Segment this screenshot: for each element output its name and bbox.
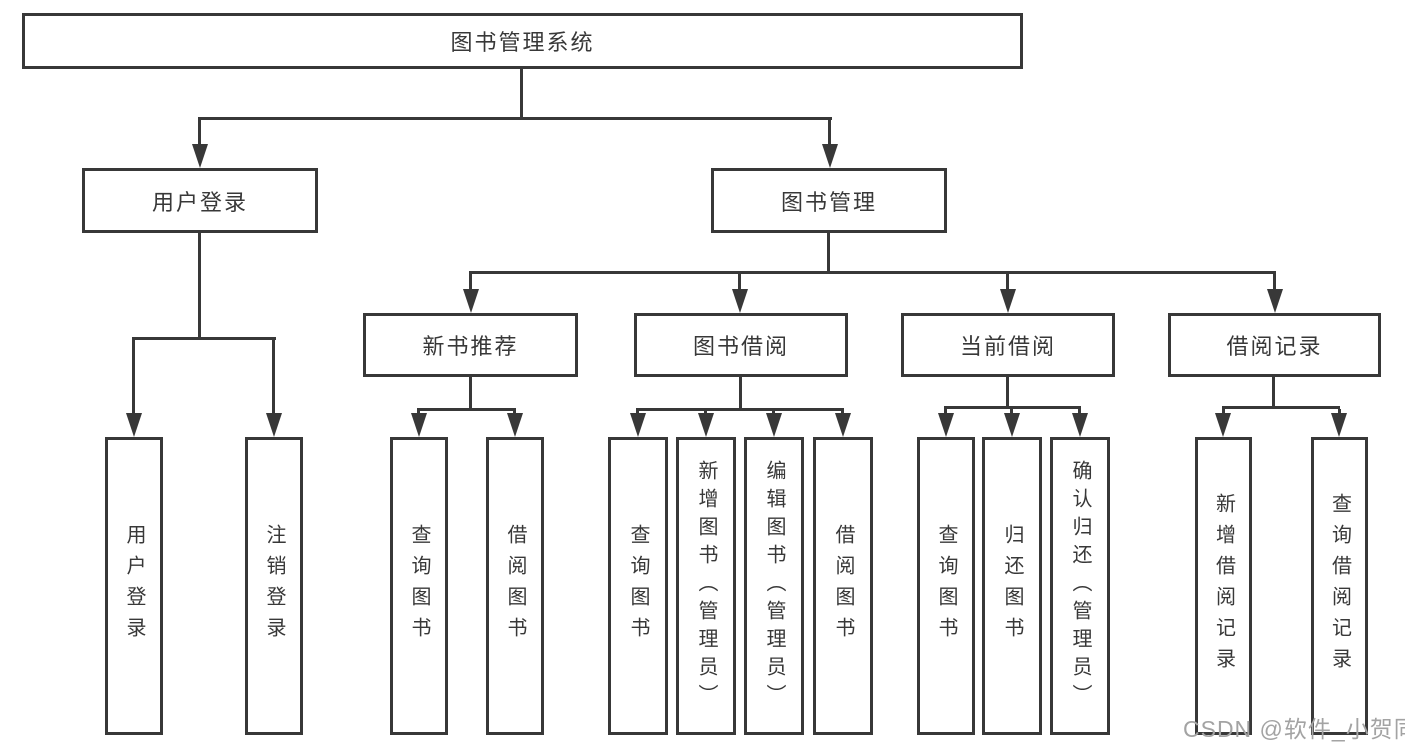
- connector-stem: [944, 409, 947, 415]
- arrow-down-icon: [766, 413, 782, 437]
- arrow-down-icon: [266, 413, 282, 437]
- node-book-management-label: 图书管理: [780, 189, 877, 215]
- node-root-label: 图书管理系统: [450, 30, 595, 55]
- leaf-borrow-book-recommend: 借阅图书: [486, 437, 544, 735]
- arrow-down-icon: [822, 144, 838, 168]
- connector-stem: [272, 340, 275, 413]
- arrow-down-icon: [732, 289, 748, 313]
- node-new-book-recommend: 新书推荐: [363, 313, 578, 377]
- connector-stem: [469, 377, 472, 408]
- node-new-book-recommend-label: 新书推荐: [422, 334, 519, 359]
- arrow-down-icon: [126, 413, 142, 437]
- connector-stem: [1006, 274, 1009, 289]
- connector-root-hline: [198, 117, 832, 120]
- node-borrow-record-label: 借阅记录: [1226, 334, 1323, 359]
- node-book-borrow-label: 图书借阅: [692, 334, 789, 359]
- leaf-confirm-return-admin: 确认归还（管理员）: [1050, 437, 1110, 735]
- connector-hline: [417, 408, 516, 411]
- leaf-confirm-return-admin-label: 确认归还（管理员）: [1069, 460, 1091, 712]
- connector-stem: [1010, 409, 1013, 415]
- leaf-query-book-borrow: 查询图书: [608, 437, 668, 735]
- leaf-logout-login-label: 注销登录: [263, 524, 285, 648]
- leaf-query-book-recommend: 查询图书: [390, 437, 448, 735]
- leaf-return-book-label: 归还图书: [1001, 524, 1023, 648]
- connector-root-stem: [520, 69, 523, 117]
- leaf-query-borrow-record-label: 查询借阅记录: [1328, 493, 1351, 679]
- node-book-borrow: 图书借阅: [634, 313, 848, 377]
- connector-stem: [738, 274, 741, 289]
- leaf-borrow-book-recommend-label: 借阅图书: [504, 524, 526, 648]
- leaf-add-borrow-record-label: 新增借阅记录: [1212, 493, 1235, 679]
- connector-hline: [1222, 406, 1340, 409]
- connector-stem: [469, 274, 472, 289]
- leaf-query-book-current-label: 查询图书: [935, 524, 957, 648]
- leaf-edit-book-admin-label: 编辑图书（管理员）: [763, 460, 785, 712]
- arrow-down-icon: [1072, 413, 1088, 437]
- connector-hline: [944, 406, 1081, 409]
- connector-stem: [132, 340, 135, 413]
- node-book-management: 图书管理: [711, 168, 947, 233]
- leaf-query-book-current: 查询图书: [917, 437, 975, 735]
- connector-stem: [1338, 409, 1341, 415]
- arrow-down-icon: [698, 413, 714, 437]
- arrow-down-icon: [1004, 413, 1020, 437]
- connector-hline: [469, 271, 1276, 274]
- csdn-watermark: CSDN @软件_小贺同学: [1183, 716, 1405, 742]
- leaf-edit-book-admin: 编辑图书（管理员）: [744, 437, 804, 735]
- arrow-down-icon: [1000, 289, 1016, 313]
- connector-book-mgmt-stem: [828, 120, 831, 146]
- connector-stem: [1078, 409, 1081, 415]
- arrow-down-icon: [463, 289, 479, 313]
- connector-hline: [132, 337, 276, 340]
- arrow-down-icon: [1267, 289, 1283, 313]
- arrow-down-icon: [1215, 413, 1231, 437]
- connector-stem: [1006, 377, 1009, 406]
- node-current-borrow-label: 当前借阅: [959, 334, 1056, 359]
- arrow-down-icon: [630, 413, 646, 437]
- leaf-borrow-book-label: 借阅图书: [832, 524, 854, 648]
- leaf-borrow-book: 借阅图书: [813, 437, 873, 735]
- leaf-query-book-borrow-label: 查询图书: [627, 524, 649, 648]
- connector-stem: [1222, 409, 1225, 415]
- node-borrow-record: 借阅记录: [1168, 313, 1381, 377]
- leaf-query-book-recommend-label: 查询图书: [408, 524, 430, 648]
- leaf-add-book-admin-label: 新增图书（管理员）: [695, 460, 717, 712]
- arrow-down-icon: [1331, 413, 1347, 437]
- leaf-user-login: 用户登录: [105, 437, 163, 735]
- connector-user-login-stem: [198, 120, 201, 146]
- leaf-add-book-admin: 新增图书（管理员）: [676, 437, 736, 735]
- node-current-borrow: 当前借阅: [901, 313, 1115, 377]
- connector-stem: [1272, 377, 1275, 406]
- leaf-add-borrow-record: 新增借阅记录: [1195, 437, 1252, 735]
- arrow-down-icon: [411, 413, 427, 437]
- connector-stem: [739, 377, 742, 408]
- arrow-down-icon: [192, 144, 208, 168]
- node-user-login: 用户登录: [82, 168, 318, 233]
- node-root: 图书管理系统: [22, 13, 1023, 69]
- arrow-down-icon: [507, 413, 523, 437]
- node-user-login-label: 用户登录: [151, 189, 248, 215]
- connector-stem: [1273, 274, 1276, 289]
- leaf-query-borrow-record: 查询借阅记录: [1311, 437, 1368, 735]
- connector-stem: [198, 233, 201, 337]
- connector-stem: [827, 233, 830, 271]
- leaf-user-login-label: 用户登录: [123, 524, 145, 648]
- leaf-logout-login: 注销登录: [245, 437, 303, 735]
- arrow-down-icon: [835, 413, 851, 437]
- connector-hline: [636, 408, 844, 411]
- arrow-down-icon: [938, 413, 954, 437]
- leaf-return-book: 归还图书: [982, 437, 1042, 735]
